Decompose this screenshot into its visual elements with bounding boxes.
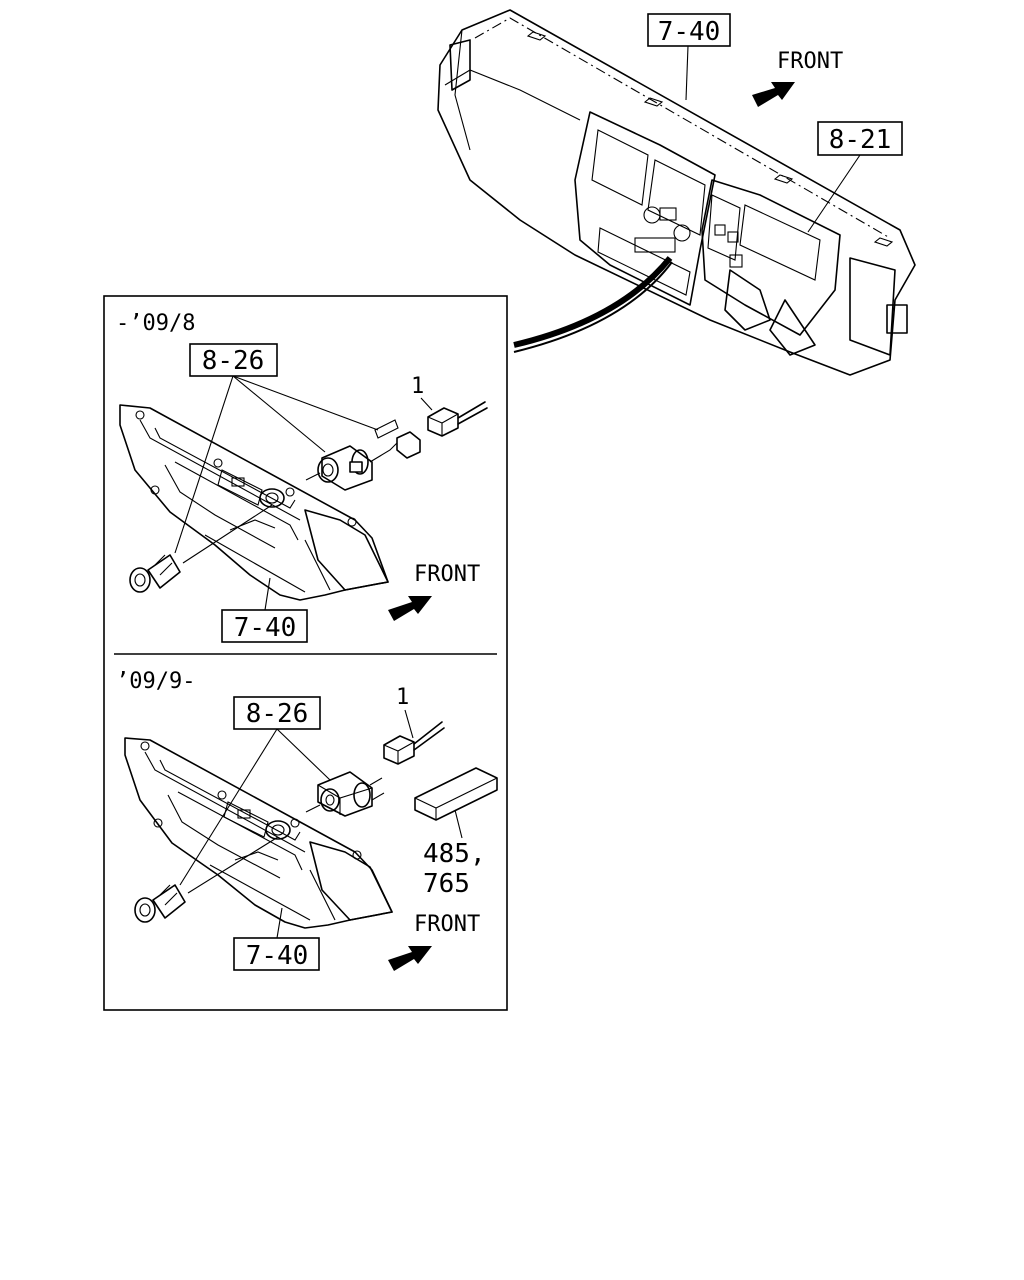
ref-label-8-26-panel2: 8-26 [246,699,309,729]
ref-box-8-26-panel2 [233,696,321,730]
lower-console-panel1 [119,404,389,601]
front-label-panel2: FRONT [414,912,480,937]
part-label-1-panel1: 1 [411,374,424,399]
ref-label-8-26-panel1: 8-26 [202,346,265,376]
socket-icon [317,771,385,817]
lighter-icon [129,554,181,593]
connector-icon [349,431,421,473]
front-label-top: FRONT [777,49,843,74]
panel1-range-label: -’09/8 [116,311,195,336]
part-label-485: 485, [423,839,486,869]
front-arrow-icon [752,82,795,107]
label-sheet [414,767,498,821]
connector-icon [427,401,488,437]
lighter-icon [134,884,186,923]
panel2-range-label: ’09/9- [116,669,195,694]
ref-label-7-40-panel1: 7-40 [234,613,297,643]
ref-box-8-26-panel1 [189,343,278,377]
ref-box-7-40-panel1 [221,609,308,643]
ref-box-7-40-top [647,13,731,47]
ref-label-7-40-panel2: 7-40 [246,941,309,971]
connector-icon [383,721,445,765]
ref-label-8-21: 8-21 [829,125,892,155]
front-arrow-icon [388,596,432,621]
ref-box-8-21 [817,121,903,156]
dashboard-assembly [437,9,916,376]
front-label-panel1: FRONT [414,562,480,587]
part-label-1-panel2: 1 [396,685,409,710]
front-arrow-icon [388,946,432,971]
socket-icon [317,419,401,491]
detail-frame [103,295,508,1011]
ref-label-7-40-top: 7-40 [658,17,721,47]
ref-box-7-40-panel2 [233,937,320,971]
lower-console-panel2 [124,737,393,929]
part-label-765: 765 [423,869,470,899]
